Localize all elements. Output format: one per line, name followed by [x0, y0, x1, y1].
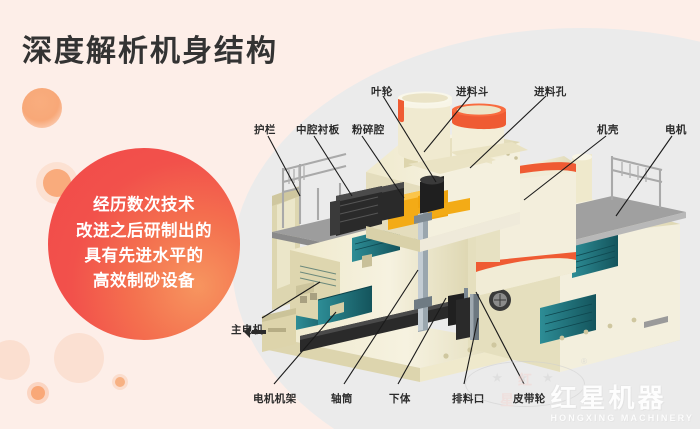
- brand-name-en: HONGXING MACHINERY: [550, 413, 694, 423]
- highlight-line-1: 经历数次技术: [93, 196, 195, 215]
- label-dianjijijia: 电机机架: [253, 393, 297, 405]
- label-xiati: 下体: [389, 393, 411, 405]
- label-fensuiqiang: 粉碎腔: [352, 124, 385, 136]
- page-title: 深度解析机身结构: [22, 35, 278, 68]
- label-zhoutong: 轴筒: [331, 393, 353, 405]
- label-jinliaodou: 进料斗: [456, 86, 489, 98]
- label-hulan: 护栏: [254, 124, 276, 136]
- decor-circle-5: [115, 377, 125, 387]
- brand-watermark: 红星机器 HONGXING MACHINERY: [551, 385, 694, 423]
- label-dianji: 电机: [665, 124, 687, 136]
- decor-circle-1: [22, 88, 62, 128]
- label-zhudianji: 主电机: [231, 324, 264, 336]
- label-yelun: 叶轮: [371, 86, 393, 98]
- feed-hopper: [398, 91, 528, 163]
- decor-circle-4: [31, 386, 45, 400]
- brand-text: 红星机器 HONGXING MACHINERY: [551, 385, 694, 423]
- decor-circle-3: [54, 333, 104, 383]
- highlight-line-2: 改进之后研制出的: [76, 221, 212, 240]
- highlight-badge: 经历数次技术 改进之后研制出的 具有先进水平的 高效制砂设备: [48, 148, 240, 340]
- highlight-line-4: 高效制砂设备: [93, 272, 195, 291]
- label-jike: 机壳: [597, 124, 619, 136]
- highlight-line-3: 具有先进水平的: [84, 247, 204, 265]
- label-jinliaokong: 进料孔: [534, 86, 567, 98]
- brand-name-cn: 红星机器: [550, 383, 667, 413]
- registered-mark-icon: ®: [581, 357, 587, 366]
- label-zhongqiang: 中腔衬板: [296, 124, 340, 136]
